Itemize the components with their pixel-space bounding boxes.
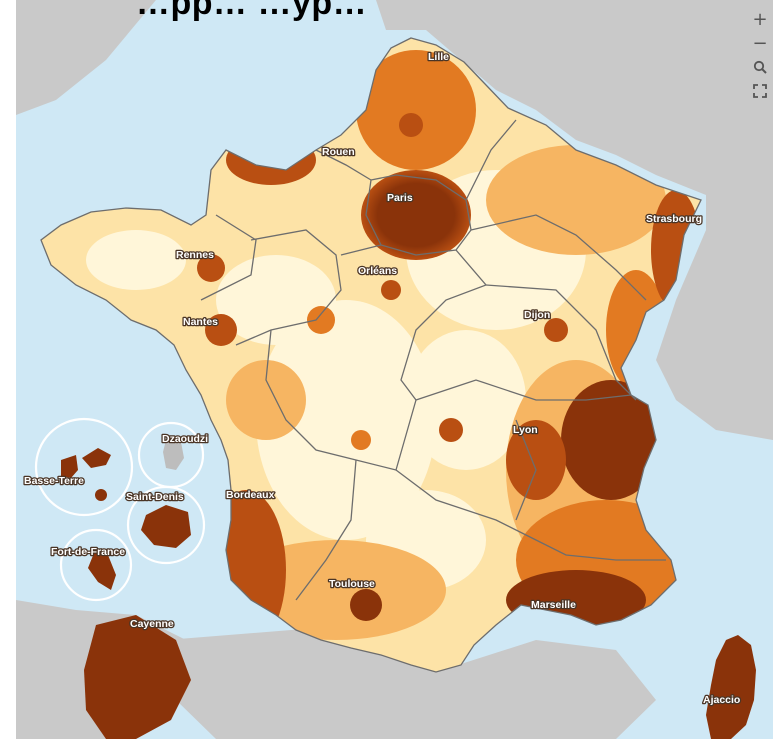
search-button[interactable] — [749, 56, 771, 78]
city-labels: Lille Rouen Paris Strasbourg Rennes Orlé… — [23, 50, 742, 708]
city-label-strasbourg: Strasbourg — [646, 213, 702, 225]
city-label-lille: Lille — [428, 51, 449, 63]
inset-reunion — [126, 485, 206, 565]
region-borders — [40, 37, 702, 673]
fullscreen-icon — [753, 84, 767, 98]
city-label-cayenne: Cayenne — [130, 618, 174, 630]
city-label-rennes: Rennes — [176, 249, 214, 261]
city-label-marseille: Marseille — [531, 599, 576, 611]
city-label-saint-denis: Saint-Denis — [126, 491, 184, 503]
city-label-ajaccio: Ajaccio — [703, 694, 740, 706]
city-label-lyon: Lyon — [513, 424, 538, 436]
city-label-bordeaux: Bordeaux — [226, 489, 275, 501]
zoom-out-button[interactable]: − — [752, 32, 768, 54]
inset-guadeloupe — [34, 417, 134, 517]
city-label-paris: Paris — [387, 192, 413, 204]
city-label-dzaoudzi: Dzaoudzi — [162, 433, 208, 445]
city-label-toulouse: Toulouse — [329, 578, 375, 590]
fullscreen-button[interactable] — [749, 80, 771, 102]
city-label-rouen: Rouen — [322, 146, 355, 158]
city-label-orleans: Orléans — [358, 265, 397, 277]
city-label-nantes: Nantes — [183, 316, 218, 328]
corsica — [706, 635, 756, 739]
city-label-basse-terre: Basse-Terre — [24, 475, 84, 487]
zoom-in-button[interactable]: + — [752, 8, 768, 30]
city-label-fort-de-france: Fort-de-France — [51, 546, 125, 558]
map-controls: + − — [749, 8, 771, 102]
inset-martinique — [59, 528, 133, 602]
overseas-insets — [34, 417, 206, 739]
map-canvas[interactable]: Lille Rouen Paris Strasbourg Rennes Orlé… — [16, 0, 773, 739]
city-label-dijon: Dijon — [524, 309, 550, 321]
search-icon — [753, 60, 767, 74]
map-title: …pp… …yp… — [136, 0, 368, 22]
map-view[interactable]: Lille Rouen Paris Strasbourg Rennes Orlé… — [16, 0, 773, 739]
